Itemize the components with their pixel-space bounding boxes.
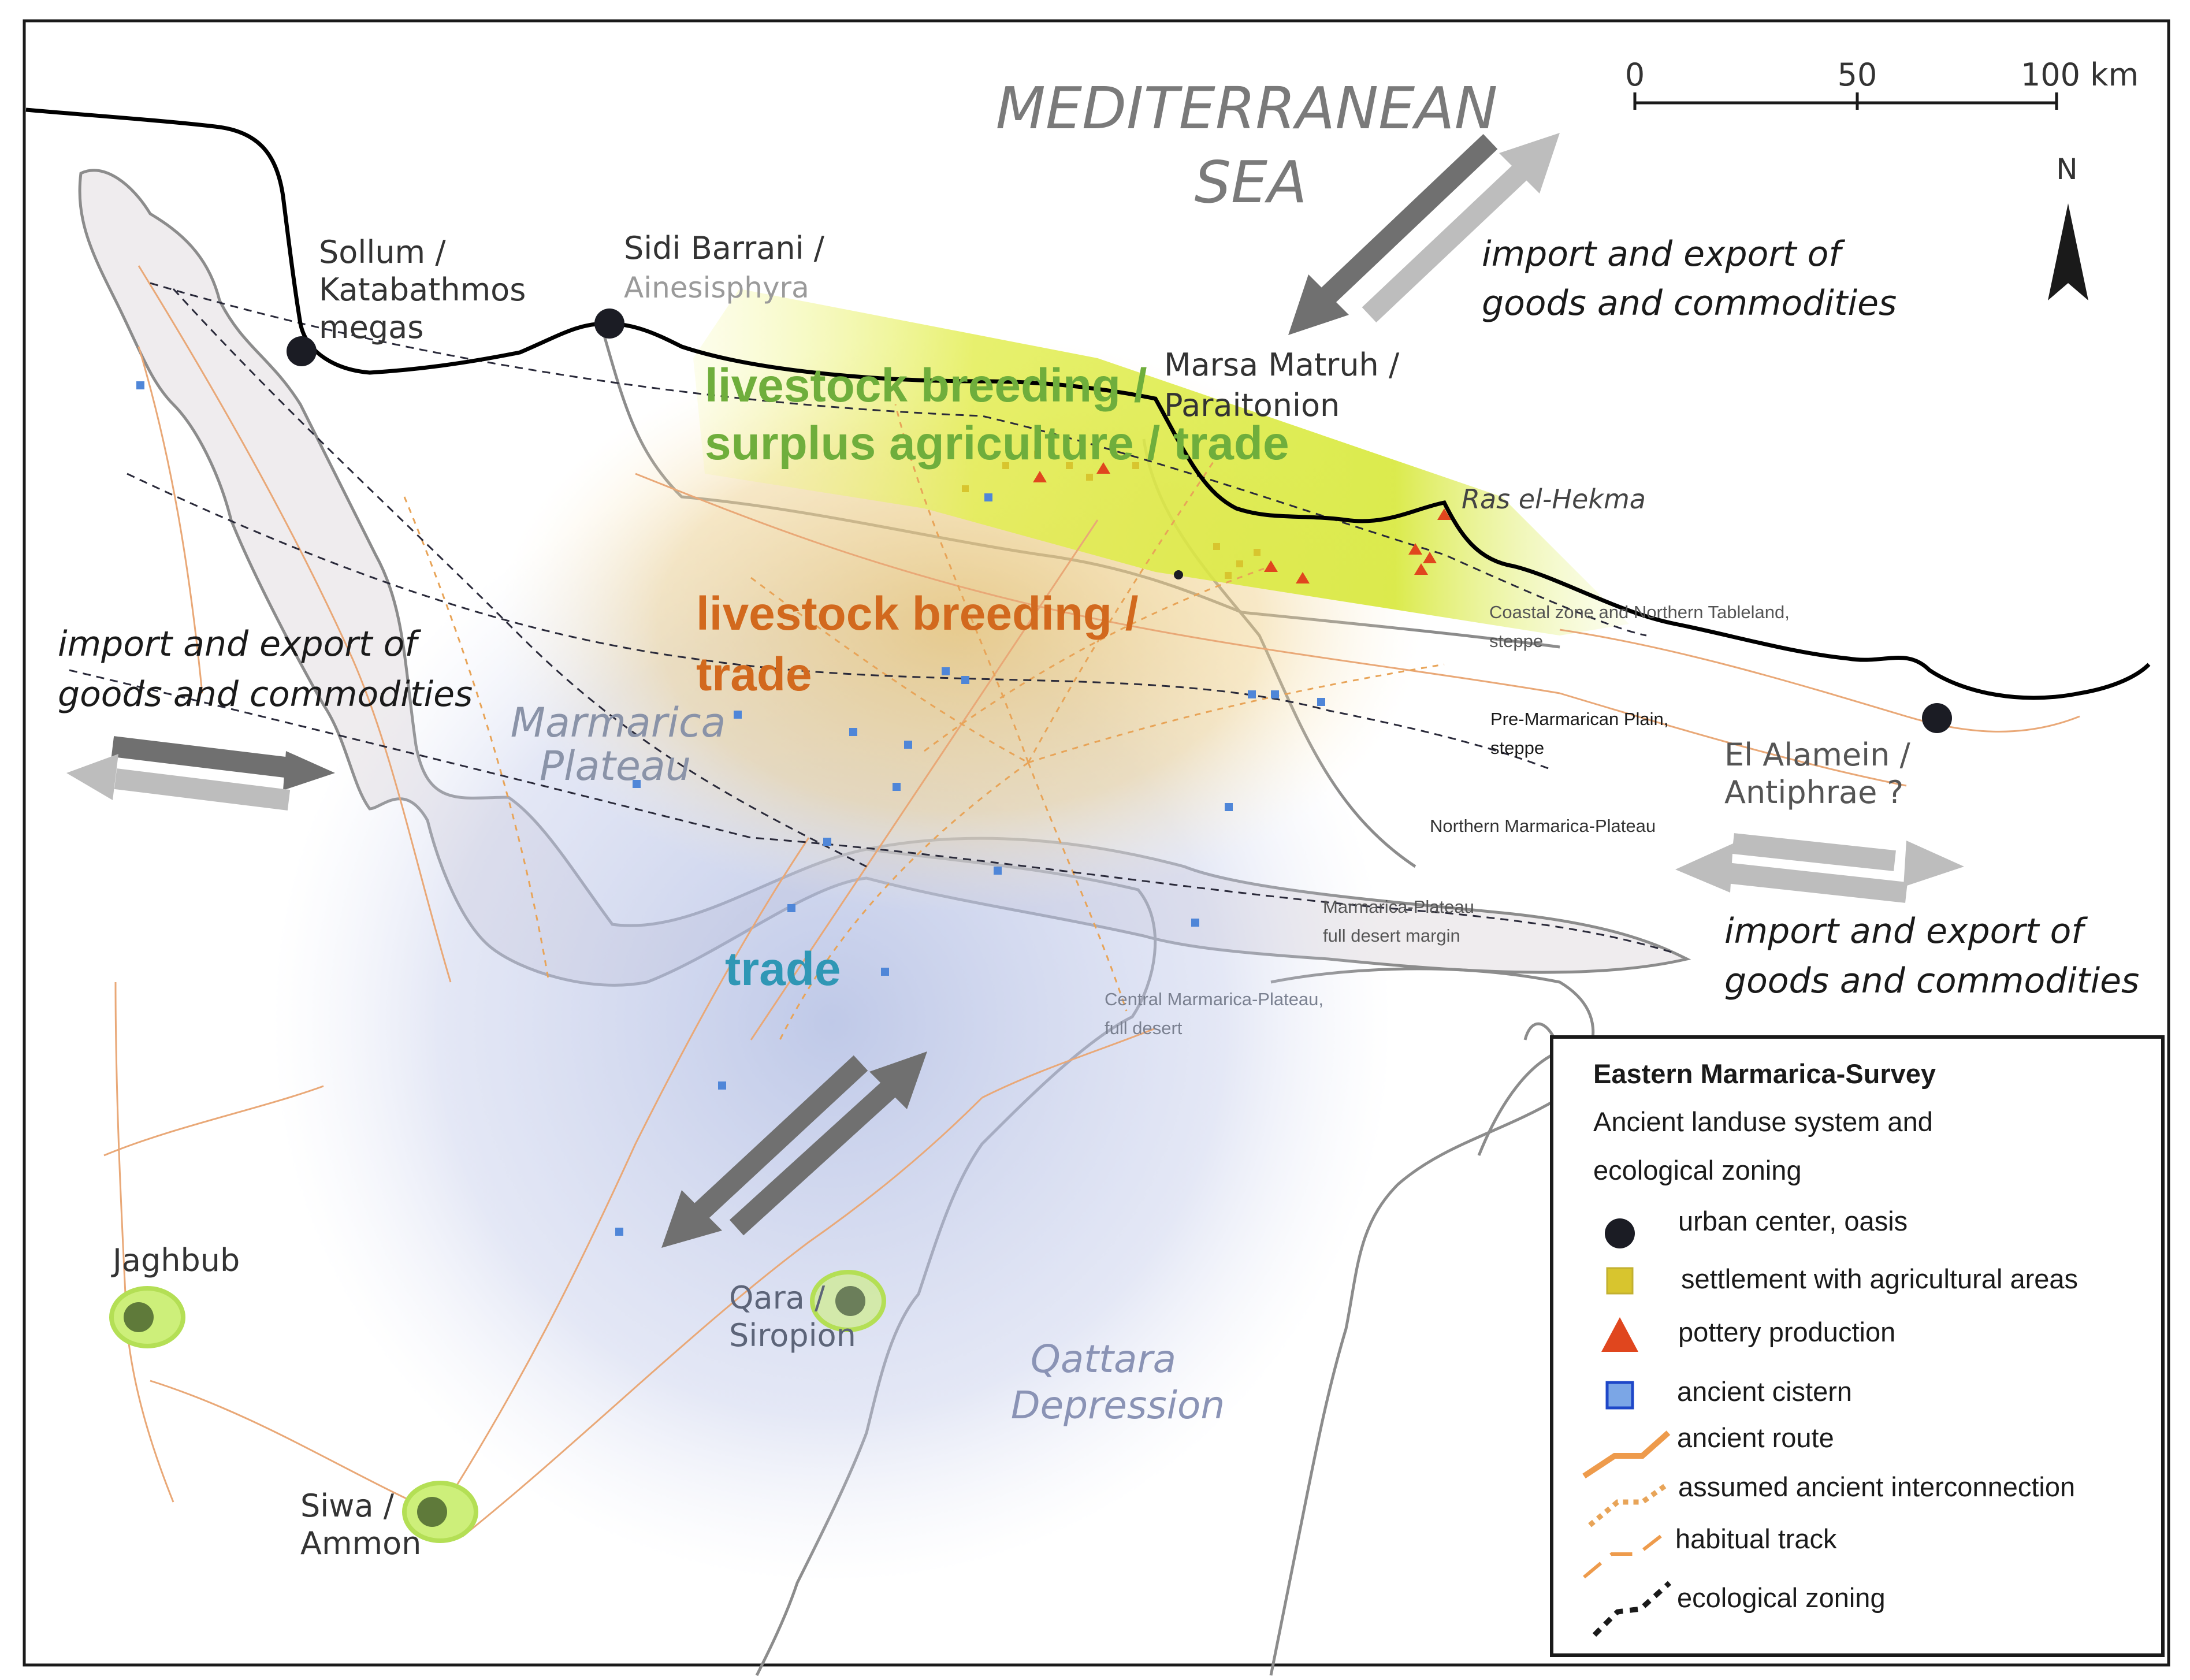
legend: Eastern Marmarica-Survey Ancient landuse… [1550,1035,2165,1657]
activity-orange-line1: livestock breeding / [696,588,1139,640]
zone-desert-margin-line2: full desert margin [1323,926,1460,946]
zone-coastal-line2: steppe [1489,631,1543,651]
sidi-barrani-label-line1: Sidi Barrani / [624,230,825,266]
marsa-matruh-label-line1: Marsa Matruh / [1164,347,1400,383]
interconnections [403,404,1445,1040]
qara-label-line2: Siropion [729,1317,856,1354]
zone-northern-plateau: Northern Marmarica-Plateau [1430,816,1656,836]
settlement-icon [1606,1267,1634,1295]
zone-pre-marmarican-line2: steppe [1490,738,1544,758]
zone-coastal-line1: Coastal zone and Northern Tableland, [1489,602,1790,622]
qara-label-line1: Qara / [729,1280,826,1316]
urban-centers [287,309,1952,733]
arrow-sea-export [1362,133,1560,323]
habitual-track-icon [1583,1532,1665,1579]
north-arrow-icon [2048,203,2088,300]
qattara-label-line1: Qattara [1031,1337,1176,1381]
sidi-barrani-label-line2: Ainesisphyra [624,271,809,304]
legend-item-label: pottery production [1678,1317,1895,1347]
urban-center-icon [1605,1218,1635,1248]
el-alamein-label-line2: Antiphrae ? [1724,774,1903,811]
zone-pre-marmarican-line1: Pre-Marmarican Plain, [1490,709,1668,729]
siwa-label-line2: Ammon [300,1525,421,1562]
legend-subtitle-line2: ecological zoning [1593,1155,1802,1185]
ancient-route-icon [1582,1430,1671,1479]
siwa-label-line1: Siwa / [300,1488,395,1524]
zone-central-plateau-line2: full desert [1105,1018,1183,1038]
scale-tick-0: 0 [1625,57,1645,93]
ras-el-hekma-label: Ras el-Hekma [1462,484,1646,515]
import-export-north-line2: goods and commodities [1482,283,1897,324]
zone-central-plateau-line1: Central Marmarica-Plateau, [1105,989,1323,1009]
sollum-urban-center [287,336,317,366]
jaghbub-label: Jaghbub [111,1242,240,1278]
sidi-barrani-urban-center [594,309,624,339]
arrow-west-export [111,736,335,790]
import-export-west-line2: goods and commodities [58,674,473,715]
import-export-east-line2: goods and commodities [1724,961,2139,1001]
legend-item-label: settlement with agricultural areas [1681,1263,2078,1294]
marmarica-plateau-label-line2: Plateau [540,742,691,790]
import-export-north-line1: import and export of [1482,234,1845,274]
ecological-zoning-lines [69,282,1676,954]
import-export-east-line1: import and export of [1724,911,2088,951]
legend-item-label: assumed ancient interconnection [1678,1471,2075,1502]
arrow-east [1675,833,1964,903]
marsa-matruh-label-line2: Paraitonion [1164,387,1340,423]
cistern-markers [136,381,1325,1236]
zone-desert-margin-line1: Marmarica-Plateau [1323,897,1474,917]
el-alamein-label-line1: El Alamein / [1724,737,1911,773]
legend-item-label: urban center, oasis [1678,1206,1908,1236]
sea-label-line1: MEDITERRANEAN [996,75,1498,142]
oases [109,1270,886,1543]
coastline [25,107,2151,700]
arrow-sea-import [1288,133,1498,335]
settlement-markers [962,451,1261,579]
scale-tick-50: 50 [1838,57,1877,93]
north-label: N [2056,153,2077,186]
legend-item-label: habitual track [1675,1523,1837,1554]
marmarica-plateau-label-line1: Marmarica [511,699,726,746]
ancient-routes [103,265,2080,1538]
agriculture-zone-shading [693,289,1629,635]
el-alamein-urban-center [1922,703,1952,733]
plateau-region [78,169,1691,987]
pottery-markers [1033,462,1451,583]
arrow-south [661,1051,927,1248]
legend-item-label: ecological zoning [1677,1582,1886,1613]
scale-tick-100: 100 km [2021,57,2139,93]
legend-subtitle-line1: Ancient landuse system and [1593,1106,1933,1137]
activity-green-line1: livestock breeding / [705,359,1147,412]
activity-orange-line2: trade [696,648,812,701]
sollum-label-line1: Sollum / [319,234,446,270]
sollum-label-line2: Katabathmos [319,272,526,308]
arrow-west-import [66,754,291,811]
pottery-icon [1601,1317,1638,1352]
sollum-label-line3: megas [319,309,423,345]
qattara-label-line2: Depression [1011,1383,1225,1428]
legend-title: Eastern Marmarica-Survey [1593,1058,1936,1089]
legend-item-label: ancient cistern [1677,1376,1852,1407]
legend-item-label: ancient route [1677,1422,1834,1453]
sea-label-line2: SEA [1194,148,1307,216]
legend-box [1550,1035,2165,1657]
activity-green-line2: surplus agriculture / trade [705,417,1289,470]
scale-bar [1633,92,2058,110]
activity-blue: trade [725,943,841,995]
ecological-zoning-icon [1592,1581,1672,1637]
cistern-icon [1605,1381,1634,1410]
interconnection-icon [1588,1481,1670,1527]
import-export-west-line1: import and export of [58,624,421,664]
